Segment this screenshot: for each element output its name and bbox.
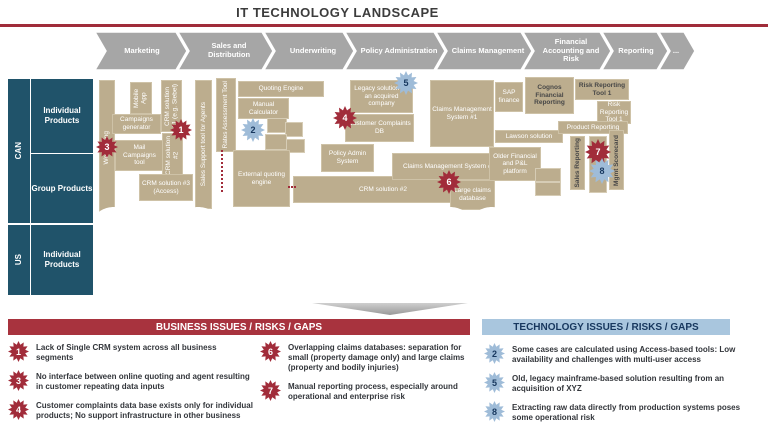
chevron-shape	[601, 32, 669, 70]
chevron-shape	[94, 32, 188, 70]
technology-issues-col: 2 Some cases are calculated using Access…	[484, 343, 746, 430]
connector-dotted-line	[221, 150, 223, 192]
down-arrow-icon	[312, 303, 468, 315]
issue-text-4: Customer complaints data base exists onl…	[36, 401, 253, 420]
row-can-group-products: Group Products	[31, 154, 93, 223]
system-sap-finance: SAP finance	[495, 82, 523, 112]
system-large-claims-database: Large claims database	[450, 180, 495, 210]
system-policy-admin-system: Policy Admin System	[321, 144, 374, 172]
system-mail-campaigns-tool: Mail Campaigns tool	[115, 140, 164, 171]
title-underline	[0, 24, 768, 27]
system-crm-solution-2-vertical: CRM solution #2	[162, 133, 183, 178]
issue-badge-6: 6	[260, 341, 281, 362]
process-arrow-band	[94, 32, 696, 70]
issue-badge-4: 4	[8, 399, 29, 420]
chevron-shape	[522, 32, 612, 70]
issue-badge-5: 5	[484, 372, 505, 393]
system-quoting-engine: Quoting Engine	[238, 81, 324, 97]
business-issues-col-2: 6 Overlapping claims databases: separati…	[260, 341, 472, 409]
system-sales-support-tool: Sales Support tool for Agents	[195, 80, 212, 209]
system-lawson-solution: Lawson solution	[495, 130, 563, 143]
technology-issues-header: TECHNOLOGY ISSUES / RISKS / GAPS	[482, 319, 730, 335]
system-cognos-financial-reporting: Cognos Financial Reporting	[525, 77, 574, 114]
system-mgmt-scorecard: Mgmt Scorecard	[609, 130, 624, 190]
chevron-shape	[177, 32, 274, 70]
system-crm-solution-3-access: CRM solution #3 (Access)	[139, 174, 193, 201]
connector-dotted-line	[288, 186, 296, 188]
arrow-more: ...	[672, 45, 680, 55]
system-small-tool-box	[267, 118, 287, 133]
row-can-individual-products: Individual Products	[31, 79, 93, 153]
arrow-policy-administration: Policy Administration	[360, 45, 438, 55]
chevron-shape	[658, 32, 696, 70]
issue-item-5: 5 Old, legacy mainframe-based solution r…	[484, 372, 746, 394]
issue-item-3: 3 No interface between online quoting an…	[8, 370, 256, 392]
region-can: CAN	[8, 79, 30, 223]
arrow-marketing: Marketing	[124, 45, 160, 55]
system-claims-management-1: Claims Management System #1	[430, 80, 494, 147]
system-small-tool-box	[285, 122, 303, 137]
issue-text-6: Overlapping claims databases: separation…	[288, 343, 465, 372]
system-crm-solution-1: CRM solution #1 (e.g. Siebel)	[161, 80, 182, 132]
issue-text-1: Lack of Single CRM system across all bus…	[36, 343, 217, 362]
region-us: US	[8, 225, 30, 295]
business-issues-header: BUSINESS ISSUES / RISKS / GAPS	[8, 319, 470, 335]
page-title: IT TECHNOLOGY LANDSCAPE	[236, 5, 439, 20]
issue-text-8: Extracting raw data directly from produc…	[512, 403, 741, 422]
issue-badge-3: 3	[8, 370, 29, 391]
system-manual-calculator: Manual Calculator	[238, 98, 289, 119]
issue-badge-1: 1	[8, 341, 29, 362]
system-small-tool-box	[535, 182, 561, 196]
system-small-tool-box	[535, 168, 561, 182]
chevron-shape	[344, 32, 446, 70]
arrow-sales-distribution: Sales and Distribution	[207, 41, 251, 59]
system-small-tool-box	[265, 134, 287, 150]
issue-text-5: Old, legacy mainframe-based solution res…	[512, 374, 725, 393]
system-external-quoting-engine: External quoting engine	[233, 150, 290, 207]
arrow-financial-accounting-risk: Financial Accounting and Risk	[542, 37, 600, 64]
issue-text-7: Manual reporting process, especially aro…	[288, 382, 458, 401]
system-customer-complaints-db: Customer Complaints DB	[345, 114, 414, 142]
system-rates-assessment-tool: Rates Assessment Tool	[216, 78, 236, 152]
issue-item-1: 1 Lack of Single CRM system across all b…	[8, 341, 256, 363]
system-mobile-app: Mobile App	[130, 82, 152, 114]
system-older-financial-platform: Older Financial and P&L platform	[489, 147, 541, 181]
arrow-underwriting: Underwriting	[289, 45, 337, 55]
system-small-tool-box	[286, 139, 305, 153]
system-campaigns-generator: Campaigns generator	[112, 114, 161, 134]
issue-item-4: 4 Customer complaints data base exists o…	[8, 399, 256, 421]
issue-item-8: 8 Extracting raw data directly from prod…	[484, 401, 746, 423]
issue-text-3: No interface between online quoting and …	[36, 372, 250, 391]
issue-item-2: 2 Some cases are calculated using Access…	[484, 343, 746, 365]
diagram-badge-2: 2	[241, 118, 265, 142]
issue-item-7: 7 Manual reporting process, especially a…	[260, 380, 472, 402]
arrow-reporting: Reporting	[618, 45, 654, 55]
system-risk-reporting-tool-1: Risk Reporting Tool 1	[575, 79, 629, 100]
issue-badge-7: 7	[260, 380, 281, 401]
chevron-shape	[435, 32, 533, 70]
issue-badge-8: 8	[484, 401, 505, 422]
system-sales-reporting: Sales Reporting	[570, 136, 585, 190]
chevron-shape	[263, 32, 355, 70]
issue-item-6: 6 Overlapping claims databases: separati…	[260, 341, 472, 373]
issue-text-2: Some cases are calculated using Access-b…	[512, 345, 736, 364]
issue-badge-2: 2	[484, 343, 505, 364]
row-us-individual-products: Individual Products	[31, 225, 93, 295]
business-issues-col-1: 1 Lack of Single CRM system across all b…	[8, 341, 256, 428]
arrow-claims-management: Claims Management	[451, 45, 525, 55]
